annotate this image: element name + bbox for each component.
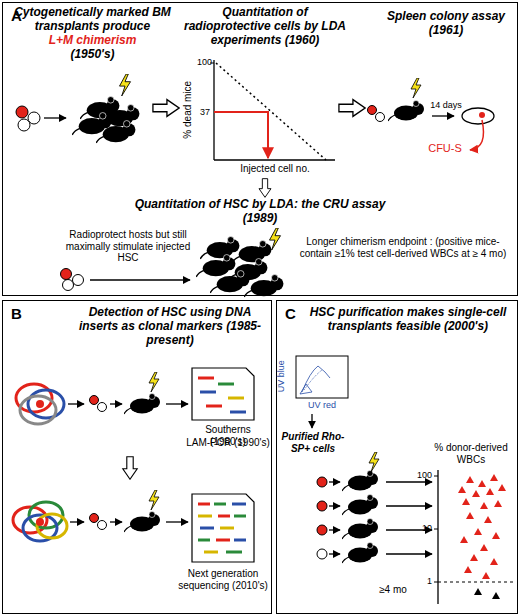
note: Longer chimerism endpoint : (positive mi… xyxy=(292,236,514,259)
axis-tick: 10 xyxy=(408,523,432,533)
method-label: Next generation sequencing (2010's) xyxy=(176,568,270,591)
data-point xyxy=(474,588,482,595)
axis-title: UV blue xyxy=(276,351,286,401)
data-point xyxy=(462,498,470,505)
data-point xyxy=(492,532,500,539)
data-point xyxy=(480,544,488,551)
axis-tick: 100 xyxy=(190,57,212,67)
panel-title: Quantitation of radioprotective cells by… xyxy=(180,6,350,47)
data-point xyxy=(490,558,498,565)
panel-title: (1950's) xyxy=(10,48,175,62)
colony-label: CFU-S xyxy=(420,142,470,155)
panel-title: Detection of HSC using DNA inserts as cl… xyxy=(70,306,270,347)
data-point xyxy=(472,490,480,497)
method-label: LAM-PCR (1990's) xyxy=(186,437,270,449)
axis-tick: 100 xyxy=(408,470,432,480)
data-point xyxy=(470,554,478,561)
data-point xyxy=(486,488,494,495)
axis-tick: 37 xyxy=(190,107,210,117)
data-point xyxy=(494,500,502,507)
panel: B xyxy=(2,300,272,614)
note: Radioprotect hosts but still maximally s… xyxy=(58,229,198,264)
data-point xyxy=(474,528,482,535)
panel-letter: C xyxy=(285,305,296,322)
time-label: ≥4 mo xyxy=(368,584,418,596)
axis-title: UV red xyxy=(296,400,348,410)
panel-title: L+M chimerism xyxy=(10,34,175,48)
data-point xyxy=(464,566,472,573)
panel-title: HSC purification makes single-cell trans… xyxy=(300,306,516,334)
axis-title: % dead mice xyxy=(182,70,194,150)
data-point xyxy=(498,484,506,491)
panel-letter: B xyxy=(11,305,22,322)
data-point xyxy=(482,572,490,579)
panel-title: Quantitation of HSC by LDA: the CRU assa… xyxy=(130,198,390,226)
cell-label: Purified Rho-SP+ cells xyxy=(280,431,346,454)
axis-title: Injected cell no. xyxy=(215,163,335,175)
data-point xyxy=(466,512,474,519)
axis-tick: 1 xyxy=(408,576,432,586)
time-label: 14 days xyxy=(424,100,468,110)
data-point xyxy=(490,474,498,481)
data-point xyxy=(466,476,474,483)
data-point xyxy=(478,480,486,487)
data-point xyxy=(480,502,488,509)
data-point xyxy=(458,486,466,493)
axis-title: % donor-derived WBCs xyxy=(424,442,518,465)
panel-title: Cytogenetically marked BM transplants pr… xyxy=(10,6,175,34)
data-point xyxy=(460,536,468,543)
data-point xyxy=(492,592,500,599)
panel-title: Spleen colony assay (1961) xyxy=(378,10,514,38)
data-point xyxy=(484,516,492,523)
